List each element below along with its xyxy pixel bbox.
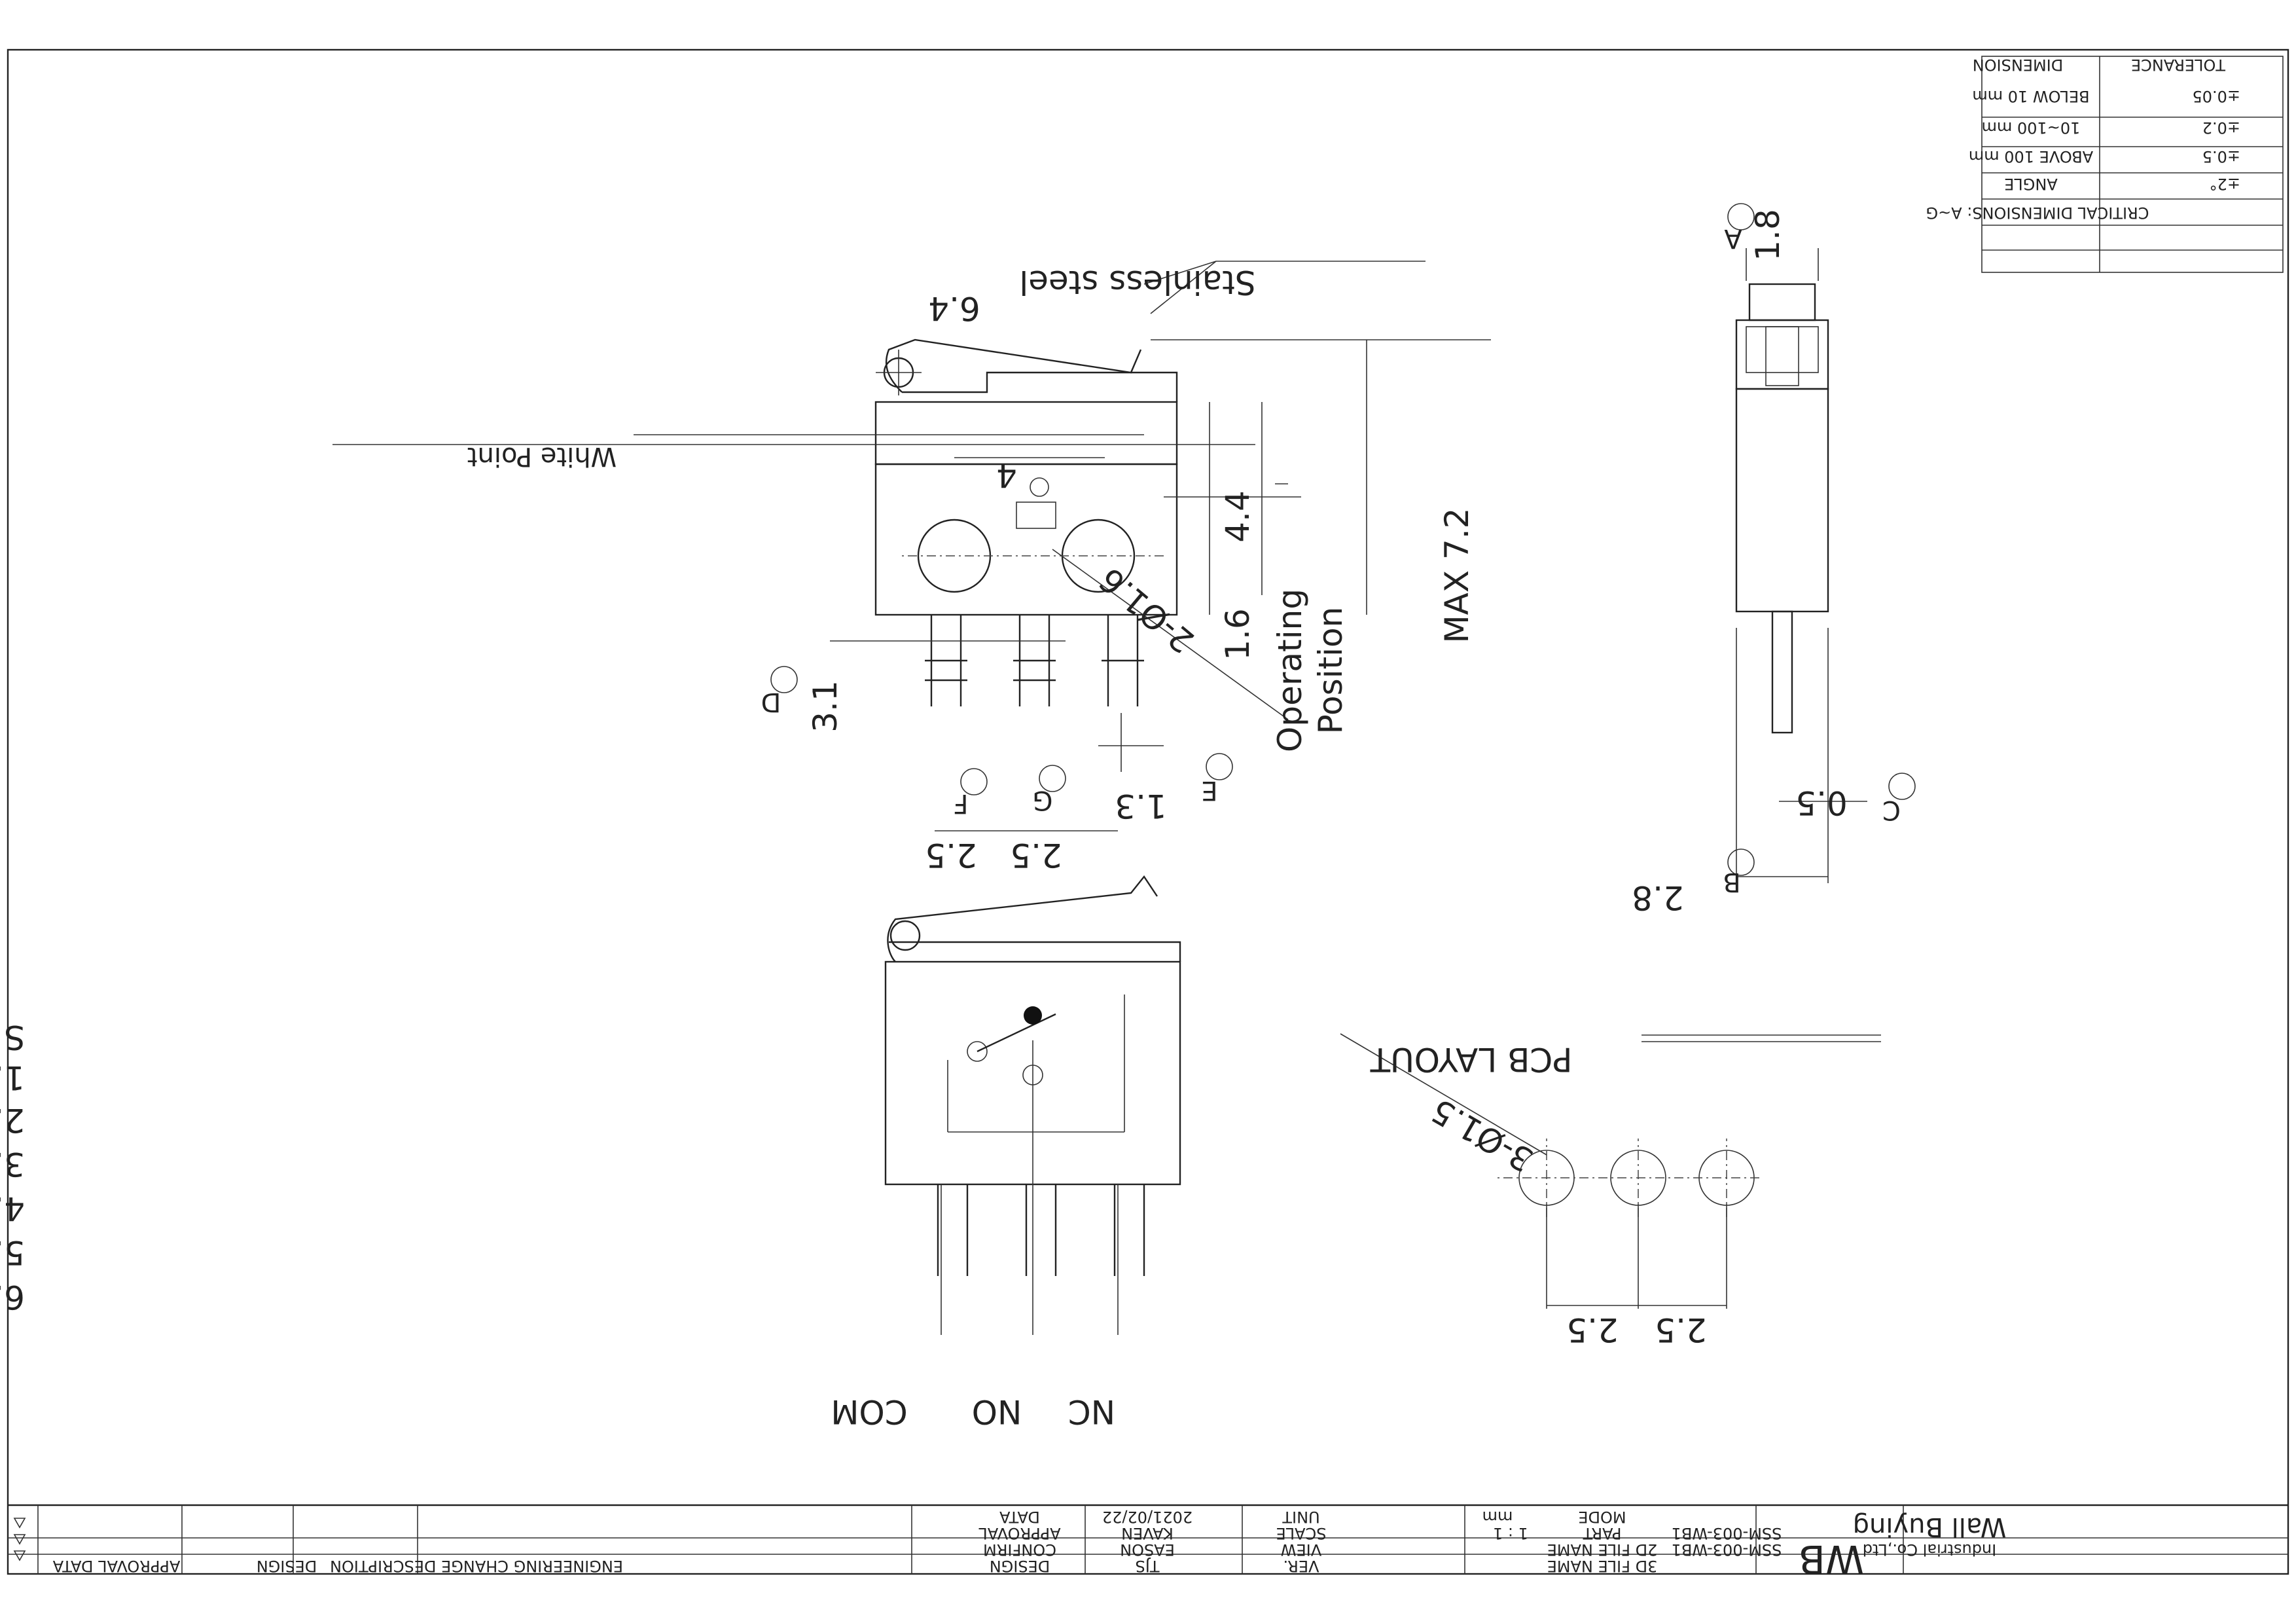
- dim-2-5b: 2.5: [1010, 836, 1062, 874]
- dim-1-6: 1.6: [1219, 608, 1257, 661]
- marker-f: F: [953, 788, 968, 818]
- marker-c: C: [1882, 795, 1901, 825]
- switch-front-view: [332, 338, 1491, 831]
- tb-company-1: Wall Buying: [1853, 1512, 2007, 1542]
- tb-company-2: Industrial Co.,Ltd: [1863, 1541, 1996, 1559]
- marker-b: B: [1723, 867, 1740, 897]
- spec-line-6: 6.ROHS con: [0, 1278, 25, 1316]
- nc-label: NC: [1068, 1393, 1115, 1431]
- spec-line-1: 1.Rating: 30: [0, 1059, 25, 1097]
- stainless-steel-label: Stainless steel: [1019, 263, 1255, 301]
- tol-header-dimension: DIMENSION: [1973, 56, 2064, 74]
- marker-g: G: [1033, 785, 1053, 815]
- tb-approval-name: KAVEN: [1121, 1524, 1174, 1542]
- tol-row3-dim: ABOVE 100 mm: [1969, 147, 2093, 166]
- pcb-layout: [1340, 1033, 1881, 1309]
- tb-approval: APPROVAL: [978, 1524, 1061, 1542]
- dim-pcb-2-5a: 2.5: [1655, 1311, 1707, 1349]
- marker-a: A: [1724, 223, 1742, 253]
- no-label: NO: [972, 1393, 1022, 1431]
- tb-part: PART: [1583, 1524, 1621, 1542]
- tb-unit: UNIT: [1282, 1508, 1320, 1526]
- spec-line-3: 3.Operating: [0, 1145, 25, 1183]
- tb-design: DESIGN: [990, 1557, 1050, 1575]
- dim-3-1: 3.1: [806, 680, 844, 733]
- tb-mode: MODE: [1578, 1508, 1626, 1526]
- tb-design-value: TJS: [1136, 1557, 1160, 1575]
- tb-eng-change: ENGINEERING CHANGE DESCRIPTION: [330, 1557, 623, 1575]
- tol-row1-tol: ±0.05: [2192, 87, 2240, 105]
- tb-data: DATA: [999, 1508, 1040, 1526]
- tb-confirm-name: EASON: [1120, 1541, 1175, 1559]
- tol-row3-tol: ±0.5: [2202, 147, 2240, 166]
- title-block: [8, 1504, 2288, 1574]
- tol-critical: CRITICAL DIMENSIONS: A~G: [1926, 204, 2149, 222]
- spec-title: SPECIFI: [0, 1018, 25, 1056]
- tol-row2-dim: 10~100 mm: [1982, 119, 2081, 137]
- spec-line-4: 4.Contact re: [0, 1190, 25, 1228]
- dim-2-5a: 2.5: [925, 836, 977, 874]
- tb-mode-value: mm: [1482, 1508, 1513, 1526]
- spec-line-2: 2.Operating: [0, 1101, 25, 1139]
- tb-confirm: CONFIRM: [983, 1541, 1056, 1559]
- operating-label: Operating: [1271, 589, 1309, 752]
- dim-1-8: 1.8: [1749, 209, 1787, 261]
- com-label: COM: [831, 1393, 907, 1431]
- dim-2-8: 2.8: [1632, 879, 1684, 917]
- tol-row4-tol: ±2°: [2210, 175, 2240, 193]
- dim-pcb-2-5b: 2.5: [1566, 1311, 1619, 1349]
- tol-row4-dim: ANGLE: [2004, 175, 2058, 193]
- tol-row1-dim: BELOW 10 mm: [1972, 87, 2089, 105]
- marker-d: D: [761, 687, 781, 717]
- tol-row2-tol: ±0.2: [2202, 119, 2240, 137]
- dim-1-3: 1.3: [1115, 787, 1167, 825]
- position-label: Position: [1312, 607, 1350, 735]
- contact-dot-icon: [1024, 1006, 1042, 1025]
- tol-header-tolerance: TOLERANCE: [2131, 56, 2226, 74]
- tb-view: VIEW: [1281, 1541, 1321, 1559]
- switch-schematic-view: [884, 875, 1181, 1335]
- white-point-label: White Point: [467, 441, 617, 471]
- tb-approval-data: APPROVAL DATA: [52, 1557, 180, 1575]
- tb-file-3d: 3D FILE NAME: [1547, 1557, 1658, 1575]
- drawing-texts: TOLERANCE DIMENSION ±0.05 BELOW 10 mm ±0…: [0, 56, 2240, 1582]
- tb-logo: WB: [1799, 1536, 1865, 1582]
- tb-part-no: SSM-003-WB1: [1672, 1524, 1782, 1542]
- switch-pins: [925, 615, 1144, 706]
- drawing-frame: [7, 48, 2289, 1575]
- dim-4: 4: [996, 456, 1017, 494]
- schematic-pins: [937, 1184, 1145, 1276]
- switch-side-view: [1735, 248, 1867, 883]
- dim-0-5: 0.5: [1795, 784, 1848, 822]
- dim-pcb-holes: 3-Ø1.5: [1425, 1091, 1539, 1179]
- white-point-dot: [1030, 477, 1049, 497]
- dim-6-4: 6.4: [928, 289, 980, 327]
- tb-part-value: 1 : 1: [1493, 1524, 1528, 1542]
- tb-design2: DESIGN: [257, 1557, 317, 1575]
- pcb-layout-label: PCB LAYOUT: [1370, 1040, 1572, 1078]
- max-label: MAX 7.2: [1438, 507, 1476, 643]
- tb-ver: VER.: [1283, 1557, 1319, 1575]
- tb-file-2d: 2D FILE NAME: [1547, 1541, 1658, 1559]
- tolerance-table: [1981, 56, 2284, 273]
- critical-markers: [770, 203, 1916, 876]
- tb-date: 2021/02/22: [1102, 1508, 1193, 1526]
- tb-file-2d-value: SSM-003-WB1: [1672, 1541, 1782, 1559]
- tb-scale: SCALE: [1276, 1524, 1327, 1542]
- spec-line-5: 5.Operating: [0, 1233, 25, 1271]
- dim-4-4: 4.4: [1219, 490, 1257, 543]
- marker-e: E: [1201, 775, 1217, 805]
